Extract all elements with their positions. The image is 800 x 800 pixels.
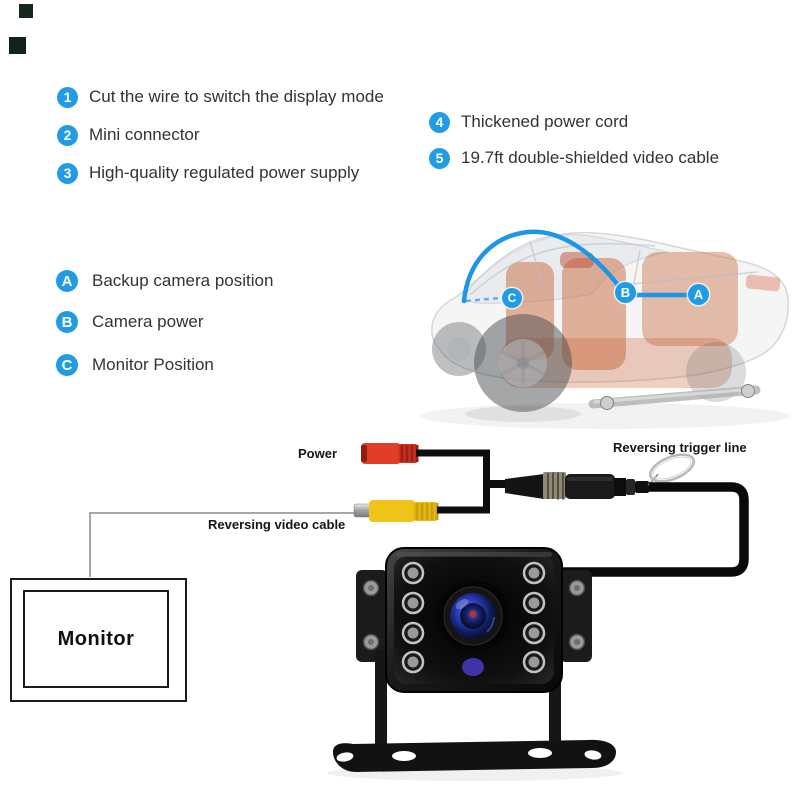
number-badge: 5 xyxy=(429,147,450,169)
decoration-square-1 xyxy=(19,4,33,18)
position-text: Backup camera position xyxy=(92,271,274,290)
feature-text: High-quality regulated power supply xyxy=(89,163,360,182)
number-badge: 1 xyxy=(57,86,78,108)
position-item-a: A Backup camera position xyxy=(56,270,273,292)
feature-text: Cut the wire to switch the display mode xyxy=(89,87,384,106)
letter-badge: B xyxy=(56,311,78,333)
bracket-bolts xyxy=(362,579,586,651)
feature-item-5: 5 19.7ft double-shielded video cable xyxy=(429,147,719,169)
car-marker-c: C xyxy=(502,288,522,308)
aviation-connector xyxy=(505,472,649,500)
feature-item-2: 2 Mini connector xyxy=(57,124,200,146)
reversing-video-label: Reversing video cable xyxy=(208,517,346,532)
feature-text: 19.7ft double-shielded video cable xyxy=(461,148,720,167)
light-sensor xyxy=(462,658,484,676)
feature-item-4: 4 Thickened power cord xyxy=(429,111,628,133)
monitor-box: Monitor xyxy=(10,578,187,702)
car-marker-b: B xyxy=(615,282,636,303)
ir-leds xyxy=(401,561,546,674)
letter-badge: C xyxy=(56,354,78,376)
power-connector-red xyxy=(361,443,419,464)
position-item-c: C Monitor Position xyxy=(56,354,214,376)
decoration-square-2 xyxy=(9,37,26,54)
feature-item-1: 1 Cut the wire to switch the display mod… xyxy=(57,86,384,108)
car-illustration xyxy=(420,229,790,429)
video-connector-yellow xyxy=(353,500,439,522)
feature-item-3: 3 High-quality regulated power supply xyxy=(57,162,359,184)
monitor-label: Monitor xyxy=(57,627,135,650)
roof-cable-arc xyxy=(461,229,621,304)
trigger-wire-loop xyxy=(647,453,695,486)
reversing-trigger-label: Reversing trigger line xyxy=(613,440,747,455)
feature-text: Mini connector xyxy=(89,125,200,144)
number-badge: 4 xyxy=(429,111,450,133)
monitor-cable-dashed-line xyxy=(465,296,501,303)
number-badge: 3 xyxy=(57,162,78,184)
monitor-video-line xyxy=(89,512,357,577)
car-marker-a: A xyxy=(688,284,709,305)
monitor-screen: Monitor xyxy=(23,590,169,688)
camera-cable xyxy=(560,482,749,577)
position-text: Camera power xyxy=(92,312,204,331)
feature-text: Thickened power cord xyxy=(461,112,629,131)
power-label: Power xyxy=(297,446,337,461)
cable-harness-illustration xyxy=(89,443,749,577)
number-badge: 2 xyxy=(57,124,78,146)
camera-illustration xyxy=(327,547,623,781)
position-text: Monitor Position xyxy=(92,355,214,374)
camera-lens xyxy=(437,580,509,652)
position-item-b: B Camera power xyxy=(56,311,204,333)
letter-badge: A xyxy=(56,270,78,292)
